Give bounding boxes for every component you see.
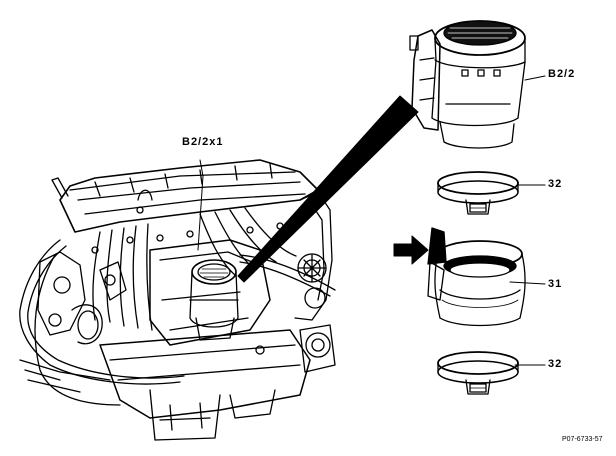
detail-pointer bbox=[237, 95, 419, 283]
hose-clamp-upper bbox=[437, 171, 519, 215]
lug-arrow bbox=[393, 235, 429, 265]
label-air-mass-sensor: B2/2 bbox=[548, 68, 576, 80]
figure-code: P07-6733-57 bbox=[562, 436, 603, 443]
engine-assembly bbox=[19, 159, 336, 441]
label-intake-bellows: 31 bbox=[548, 278, 563, 290]
label-clamp-upper: 32 bbox=[548, 178, 563, 190]
intake-bellows bbox=[427, 227, 526, 327]
label-clamp-lower: 32 bbox=[548, 358, 563, 370]
hose-clamp-lower bbox=[437, 351, 519, 395]
leader-b22 bbox=[524, 75, 546, 81]
leader-31 bbox=[509, 281, 546, 285]
air-mass-sensor-detail bbox=[409, 20, 526, 149]
leader-lines bbox=[197, 75, 546, 366]
label-sensor-connector: B2/2x1 bbox=[182, 136, 224, 148]
leader-b22x1 bbox=[197, 159, 204, 251]
